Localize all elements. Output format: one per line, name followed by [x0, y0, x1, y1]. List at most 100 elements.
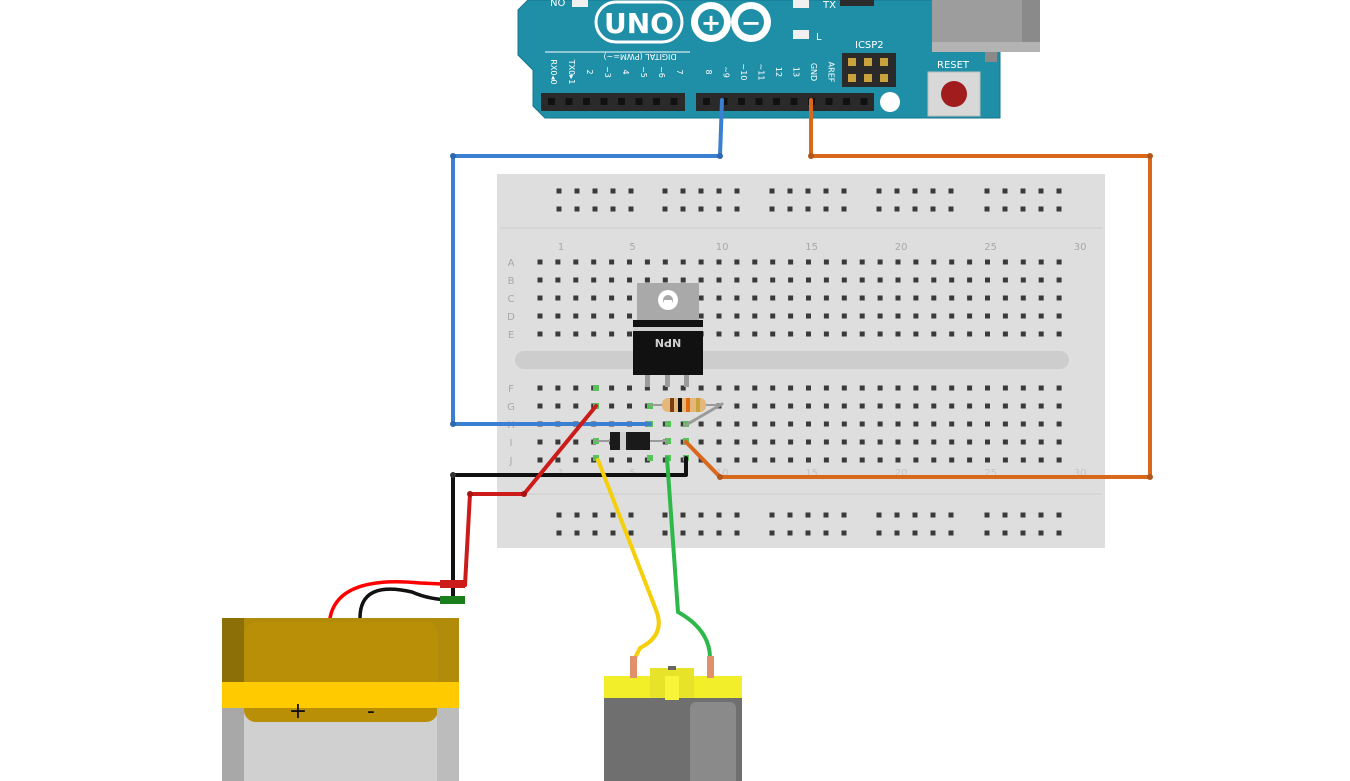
breadboard-hole	[752, 457, 758, 463]
battery: + -	[222, 618, 459, 781]
breadboard-hole	[823, 313, 829, 319]
breadboard-hole	[592, 206, 598, 212]
breadboard-hole	[644, 259, 650, 265]
breadboard-hole	[967, 277, 973, 283]
breadboard-hole	[841, 421, 847, 427]
header-hole	[755, 98, 763, 105]
infinity-plus: +	[701, 9, 721, 37]
breadboard-hole	[537, 313, 543, 319]
breadboard-hole	[859, 403, 865, 409]
breadboard-hole	[591, 295, 597, 301]
breadboard-hole	[573, 277, 579, 283]
breadboard-hole	[1038, 277, 1044, 283]
breadboard-hole	[1056, 530, 1062, 536]
breadboard-hole	[1020, 530, 1026, 536]
breadboard-hole	[823, 331, 829, 337]
breadboard-hole	[1038, 421, 1044, 427]
breadboard-hole	[698, 259, 704, 265]
breadboard-hole	[555, 331, 561, 337]
breadboard-hole	[1038, 188, 1044, 194]
breadboard-hole	[770, 313, 776, 319]
red-wire[interactable]	[463, 404, 598, 587]
battery-black-lead	[358, 587, 455, 620]
breadboard-hole	[949, 259, 955, 265]
breadboard-hole	[894, 206, 900, 212]
breadboard-hole	[930, 206, 936, 212]
breadboard-hole	[734, 439, 740, 445]
breadboard-hole	[877, 385, 883, 391]
green-wire[interactable]	[665, 456, 712, 660]
breadboard-hole	[877, 457, 883, 463]
header-hole	[825, 98, 833, 105]
connected-hole	[593, 385, 599, 391]
breadboard-hole	[1020, 206, 1026, 212]
column-number: 15	[805, 468, 818, 479]
breadboard-hole	[876, 206, 882, 212]
header-hole	[843, 98, 850, 105]
pin-label: 7	[675, 69, 684, 74]
black-wire[interactable]	[451, 456, 688, 602]
breadboard-hole	[1056, 188, 1062, 194]
breadboard-hole	[698, 385, 704, 391]
breadboard-hole	[877, 259, 883, 265]
breadboard-hole	[716, 206, 722, 212]
breadboard-hole	[698, 439, 704, 445]
breadboard-hole	[1056, 421, 1062, 427]
breadboard-hole	[806, 295, 811, 301]
reset-button[interactable]: RESET	[927, 60, 981, 117]
row-letter: A	[508, 258, 515, 269]
breadboard-hole	[734, 403, 740, 409]
breadboard-hole	[609, 277, 615, 283]
breadboard-hole	[1002, 188, 1008, 194]
breadboard-hole	[895, 457, 901, 463]
breadboard-hole	[716, 439, 722, 445]
breadboard-hole	[1056, 206, 1062, 212]
header-hole	[703, 98, 710, 105]
yellow-wire[interactable]	[596, 458, 661, 662]
breadboard-hole	[985, 295, 990, 301]
breadboard-hole	[823, 530, 829, 536]
header-hole	[600, 98, 608, 105]
breadboard-hole	[985, 331, 990, 337]
pin-label: GND	[809, 63, 818, 81]
icsp-pin	[880, 58, 888, 66]
breadboard-hole	[876, 188, 882, 194]
breadboard-hole	[770, 331, 776, 337]
breadboard-hole	[984, 206, 990, 212]
breadboard-hole	[931, 331, 937, 337]
breadboard-hole	[788, 457, 794, 463]
breadboard-hole	[1020, 259, 1026, 265]
breadboard-hole	[644, 277, 650, 283]
pin-label: ~3	[603, 66, 612, 78]
breadboard-hole	[628, 530, 634, 536]
breadboard-hole	[877, 331, 883, 337]
breadboard-hole	[913, 421, 919, 427]
breadboard-hole	[555, 277, 561, 283]
pin-label: 8	[704, 69, 713, 74]
pin-label: ~9	[722, 66, 731, 78]
icsp-header: ICSP2	[842, 40, 896, 87]
breadboard-hole	[949, 277, 955, 283]
breadboard-hole	[948, 512, 954, 518]
breadboard-hole	[662, 277, 668, 283]
breadboard-hole	[788, 403, 794, 409]
pin-label: ~5	[639, 66, 648, 78]
digital-header-right	[696, 93, 874, 111]
breadboard-hole	[1020, 188, 1026, 194]
breadboard-hole	[895, 259, 901, 265]
breadboard-hole	[841, 259, 847, 265]
breadboard-hole	[931, 403, 937, 409]
center-channel	[515, 351, 1069, 369]
breadboard-hole	[859, 439, 865, 445]
breadboard-hole	[967, 421, 973, 427]
column-number: 5	[629, 242, 635, 253]
breadboard-hole	[1038, 259, 1044, 265]
breadboard-hole	[931, 259, 937, 265]
orange-wire[interactable]	[684, 98, 1152, 479]
breadboard-hole	[823, 403, 829, 409]
breadboard-hole	[574, 188, 580, 194]
breadboard-hole	[627, 403, 632, 409]
icsp-pin	[848, 58, 856, 66]
breadboard-hole	[734, 331, 740, 337]
breadboard-hole	[1002, 295, 1008, 301]
